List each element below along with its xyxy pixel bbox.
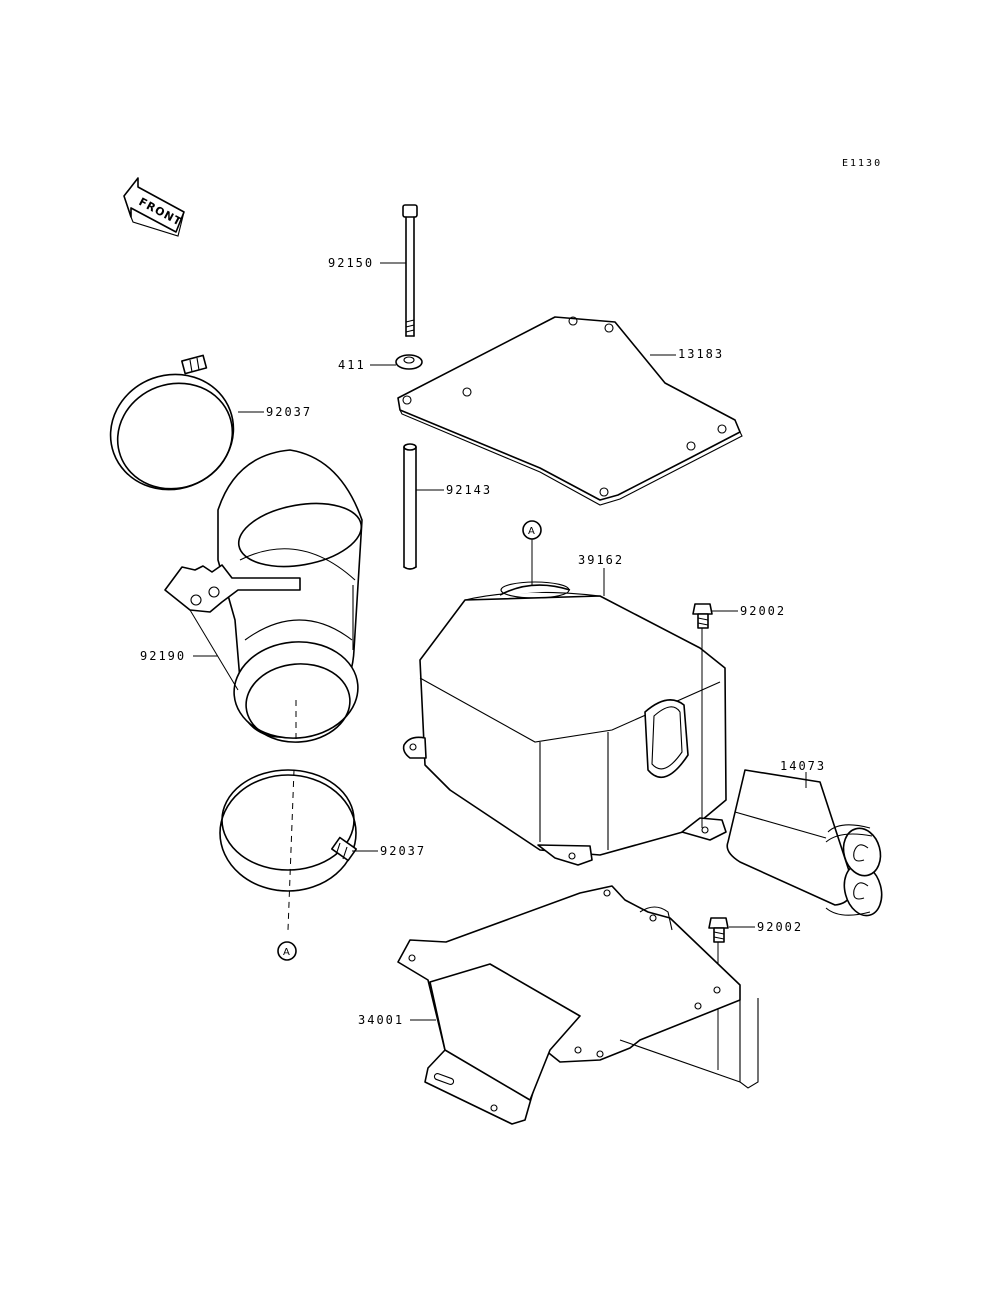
label-92002-upper: 92002 [740,604,786,618]
label-39162: 39162 [578,553,624,567]
bolt-upper-92002 [692,603,713,629]
filter-element-14073 [726,769,883,917]
label-92190: 92190 [140,649,186,663]
bolt-lower-92002 [708,917,729,943]
hose-clamp-lower-92037 [219,769,358,892]
bracket-34001 [397,885,759,1125]
washer-411 [395,354,423,370]
reference-mark-a-lower: A [277,941,297,961]
gasket-plate-13183 [397,316,743,506]
hose-clamp-upper-92037 [109,354,235,491]
label-92037-upper: 92037 [266,405,312,419]
label-92150: 92150 [328,256,374,270]
label-92002-lower: 92002 [757,920,803,934]
label-34001: 34001 [358,1013,404,1027]
diagram-code: E1130 [842,158,882,169]
label-92143: 92143 [446,483,492,497]
label-92037-lower: 92037 [380,844,426,858]
air-box-39162 [402,581,727,866]
label-13183: 13183 [678,347,724,361]
intake-duct-92190 [164,449,363,743]
svg-text:A: A [528,526,535,537]
long-bolt-92150 [402,204,418,337]
label-411: 411 [338,358,366,372]
label-14073: 14073 [780,759,826,773]
collar-92143 [403,443,417,570]
svg-text:A: A [283,947,290,958]
front-arrow-icon: FRONT [123,177,185,237]
reference-mark-a-upper: A [522,520,542,540]
